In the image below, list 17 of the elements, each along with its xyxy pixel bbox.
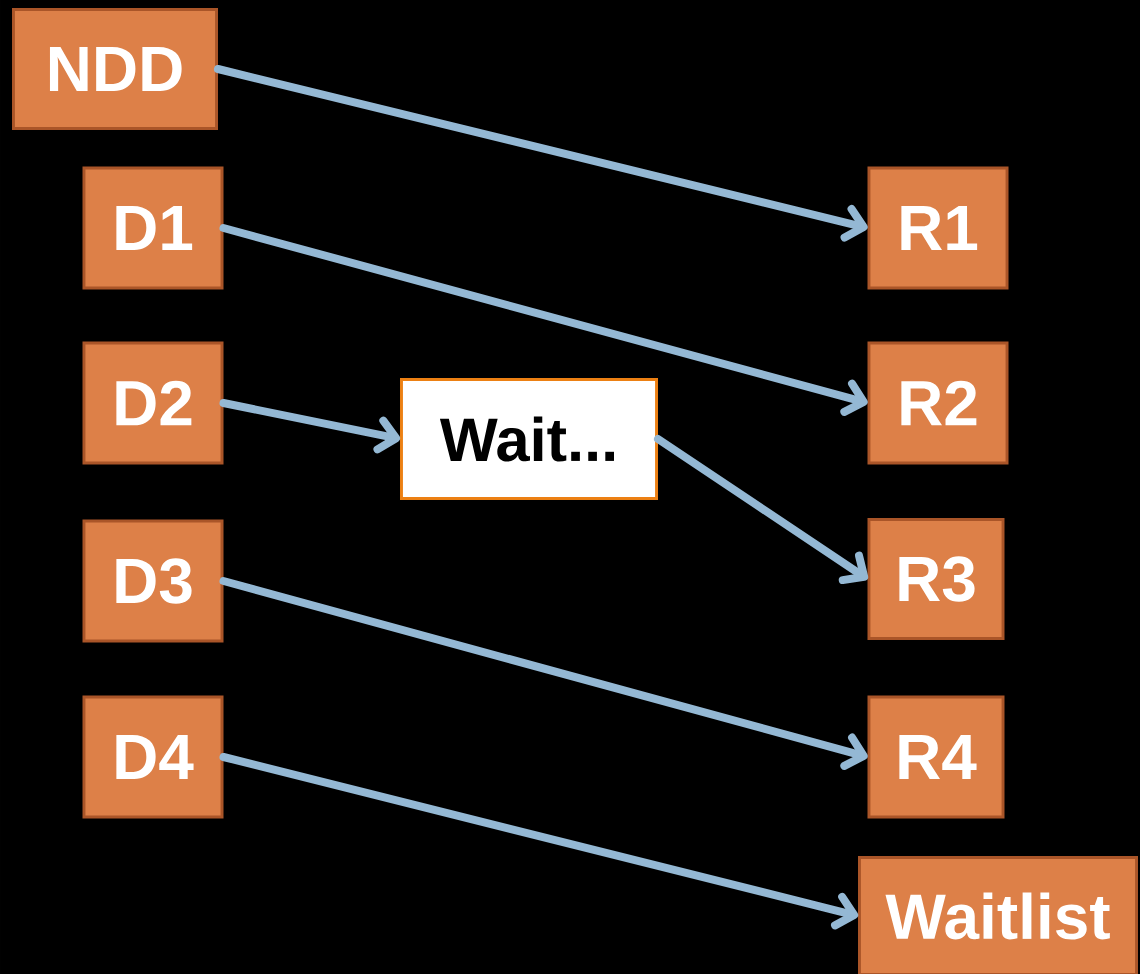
node-box: R4 <box>867 695 1005 819</box>
arrow <box>219 753 859 930</box>
node-box: R3 <box>867 518 1005 640</box>
node-box: D3 <box>82 519 224 643</box>
wait-box: Wait... <box>400 378 658 500</box>
node-box: Waitlist <box>858 856 1138 974</box>
arrow <box>219 399 401 454</box>
node-box: R1 <box>867 166 1009 290</box>
arrow <box>654 435 869 585</box>
node-box: D1 <box>82 166 224 290</box>
arrow <box>219 224 868 416</box>
node-box: D2 <box>82 341 224 465</box>
node-box: NDD <box>12 8 218 130</box>
arrow <box>219 577 868 770</box>
arrow <box>214 65 868 242</box>
node-box: R2 <box>867 341 1009 465</box>
node-box: D4 <box>82 695 224 819</box>
